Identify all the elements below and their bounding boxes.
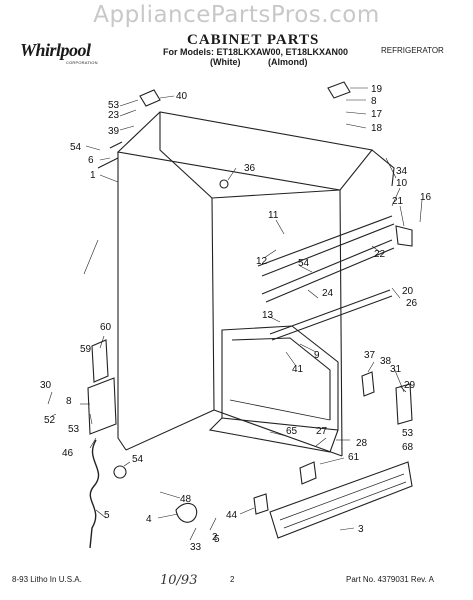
callout-68: 68	[402, 442, 414, 453]
callout-54: 54	[132, 454, 144, 465]
callout-59: 59	[80, 344, 92, 355]
callout-20: 20	[402, 286, 414, 297]
callout-2: 2	[212, 532, 218, 543]
callout-18: 18	[371, 123, 383, 134]
callout-17: 17	[371, 109, 383, 120]
model-numbers: For Models: ET18LKXAW00, ET18LKXAN00	[163, 47, 349, 57]
callout-23: 23	[108, 110, 120, 121]
callout-16: 16	[420, 192, 432, 203]
callout-52: 52	[44, 415, 56, 426]
callout-4: 4	[146, 514, 152, 525]
cabinet-outline	[87, 81, 413, 549]
footer-part-number: Part No. 4379031 Rev. A	[346, 575, 434, 584]
callout-19: 19	[371, 84, 383, 95]
callout-9: 9	[314, 350, 320, 361]
callout-28: 28	[356, 438, 368, 449]
callout-48: 48	[180, 494, 192, 505]
callout-46: 46	[62, 448, 74, 459]
footer-litho: 8-93 Litho In U.S.A.	[12, 575, 82, 584]
callout-53: 53	[402, 428, 414, 439]
callout-65: 65	[286, 426, 298, 437]
callout-5: 5	[104, 510, 110, 521]
variant-white: (White)	[210, 57, 241, 67]
callout-38: 38	[380, 356, 392, 367]
watermark: AppliancePartsPros.com	[93, 2, 380, 28]
leader-lines	[47, 87, 423, 541]
callout-36: 36	[244, 163, 256, 174]
callout-30: 30	[40, 380, 52, 391]
appliance-category: REFRIGERATOR	[381, 46, 444, 55]
page-title: CABINET PARTS	[187, 32, 320, 48]
callout-41: 41	[292, 364, 304, 375]
callout-54: 54	[70, 142, 82, 153]
callout-26: 26	[406, 298, 418, 309]
callout-1: 1	[90, 170, 96, 181]
handwritten-date: 10/93	[160, 573, 198, 588]
callout-60: 60	[100, 322, 112, 333]
callout-8: 8	[371, 96, 377, 107]
callout-31: 31	[390, 364, 402, 375]
footer-page-number: 2	[230, 575, 235, 584]
whirlpool-logo: Whirlpool	[20, 40, 91, 60]
logo-subtext: CORPORATION	[66, 60, 98, 65]
callout-53: 53	[108, 100, 120, 111]
callout-8: 8	[66, 396, 72, 407]
callout-44: 44	[226, 510, 238, 521]
callout-12: 12	[256, 256, 268, 267]
callout-3: 3	[358, 524, 364, 535]
callout-33: 33	[190, 542, 202, 553]
callout-61: 61	[348, 452, 360, 463]
callout-11: 11	[268, 210, 279, 221]
callout-5: 5	[214, 534, 220, 545]
callout-39: 39	[108, 126, 120, 137]
callout-54: 54	[298, 258, 310, 269]
callout-13: 13	[262, 310, 274, 321]
callout-40: 40	[176, 91, 188, 102]
callout-21: 21	[392, 196, 404, 207]
callout-37: 37	[364, 350, 376, 361]
variant-almond: (Almond)	[268, 57, 308, 67]
callout-34: 34	[396, 166, 408, 177]
callout-22: 22	[374, 249, 386, 260]
callout-6: 6	[88, 155, 94, 166]
callout-53: 53	[68, 424, 80, 435]
callout-27: 27	[316, 426, 328, 437]
callout-29: 29	[404, 380, 416, 391]
callout-10: 10	[396, 178, 408, 189]
callout-24: 24	[322, 288, 334, 299]
